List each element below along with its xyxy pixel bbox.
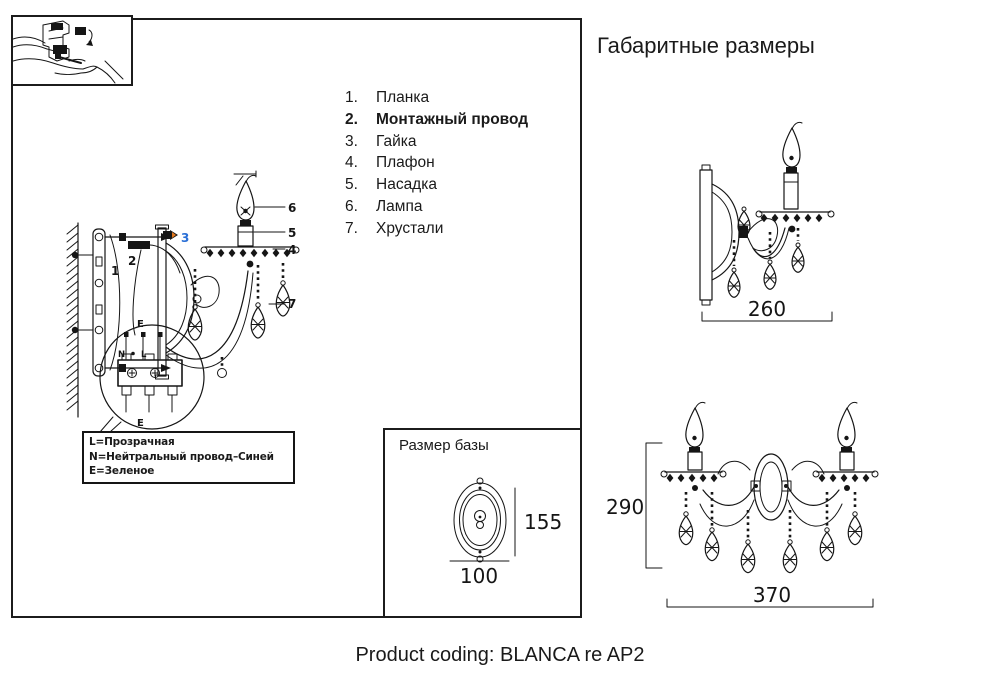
callout-leaders [253, 206, 286, 305]
arm-curves [165, 270, 254, 369]
wall-hatching [66, 222, 94, 418]
base-width-value: 100 [460, 564, 498, 588]
wiring-line-l: L=Прозрачная [89, 436, 175, 448]
hand-installation-illustration [13, 20, 124, 84]
sconce-front-view-drawing: 290 370 [606, 401, 879, 608]
callout-5: 5 [288, 226, 296, 240]
base-size-title: Размер базы [399, 437, 489, 454]
press-arrow [75, 27, 93, 46]
callout-6: 6 [288, 201, 296, 215]
wiring-line-e: E=Зеленое [89, 465, 155, 478]
mounting-wire [128, 241, 181, 336]
base-oval-drawing: 155 100 [449, 477, 562, 588]
parts-list-item: 6.Лампа [345, 197, 423, 215]
parts-list-item: 2.Монтажный провод [345, 110, 529, 128]
width-260-dim [701, 311, 833, 322]
double-height-value: 290 [606, 495, 644, 519]
dimensions-title: Габаритные размеры [597, 33, 815, 58]
candle-and-bobeche [200, 170, 300, 268]
single-width-value: 260 [748, 297, 786, 321]
height-290-dim [645, 442, 663, 569]
terminal-label-bottom: E [137, 418, 144, 429]
right-candle-front [812, 401, 879, 491]
exploded-view-drawing: 1 2 3 [66, 170, 300, 433]
parts-list: 1.Планка 2.Монтажный провод 3.Гайка 4.Пл… [345, 87, 528, 240]
mounting-plate [92, 228, 106, 377]
callout-1: 1 [111, 264, 119, 278]
screwdriver-tip [55, 54, 61, 59]
parts-list-item: 3.Гайка [345, 132, 417, 150]
wiring-legend: L=Прозрачная N=Нейтральный провод–Синей … [82, 431, 295, 484]
callout-3: 3 [181, 231, 189, 245]
lamp-backbar-and-canopy [155, 224, 202, 380]
nut-callout [163, 230, 178, 240]
arms-front [699, 460, 843, 527]
crystal-pendants-side [727, 206, 805, 298]
parts-list-item: 1.Планка [345, 89, 430, 106]
callout-4: 4 [288, 243, 296, 257]
parts-list-item: 5.Насадка [345, 176, 437, 194]
product-coding: Product coding: BLANCA re AP2 [355, 644, 645, 666]
crystal-pendants-front [678, 492, 863, 574]
bracket-curve [109, 234, 121, 371]
terminal-label-top: E [137, 319, 144, 330]
parts-list-item: 7.Хрустали [345, 219, 444, 237]
sconce-side-view-drawing: 260 [699, 121, 835, 322]
leader-to-wiring-box [99, 416, 122, 433]
terminal-detail-circle [99, 324, 205, 430]
parts-list-item: 4.Плафон [345, 154, 435, 172]
base-oval [453, 477, 507, 563]
terminal-label-l: L [141, 350, 147, 360]
center-backplate-front [750, 453, 792, 521]
crystal-pendants [187, 263, 291, 378]
candle-side [755, 121, 835, 233]
hands-sketch [13, 36, 124, 84]
callout-2: 2 [128, 254, 136, 268]
callout-7: 7 [288, 297, 296, 311]
left-candle-front [660, 401, 727, 491]
base-height-value: 155 [524, 510, 562, 534]
terminal-label-n: N [118, 350, 125, 360]
wiring-line-n: N=Нейтральный провод–Синей [89, 450, 274, 463]
double-width-value: 370 [753, 583, 791, 607]
arm-side [747, 218, 790, 260]
base-size-box: Размер базы 155 100 [383, 428, 582, 618]
width-370-dim [666, 598, 874, 608]
